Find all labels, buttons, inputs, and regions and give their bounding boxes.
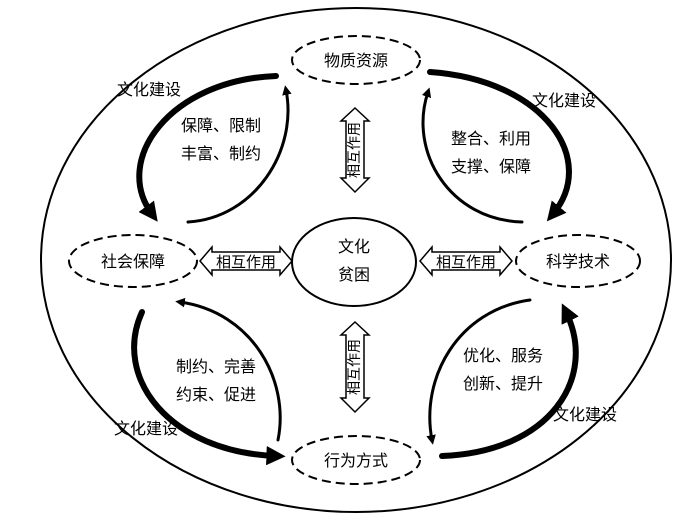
culture-label-bottom-right: 文化建设 [553,405,617,424]
culture-label-top-left: 文化建设 [117,80,181,99]
interaction-arrow-top: 相互作用 [339,106,371,194]
cycle-arrows [131,69,579,466]
center-node: 文化 贫困 [291,217,417,307]
interaction-label-bottom: 相互作用 [347,339,363,395]
culture-label-top-right: 文化建设 [532,91,596,110]
node-right-label: 科学技术 [546,252,610,271]
interaction-label-right: 相互作用 [436,253,496,271]
arc-label-bottom-right-line1: 优化、服务 [463,346,543,365]
node-left-label: 社会保障 [101,252,165,271]
interaction-arrow-right-shape [419,244,513,278]
arc-label-top-left: 保障、限制 丰富、制约 [181,116,261,163]
interaction-label-left: 相互作用 [216,253,276,271]
node-left-shape [68,234,198,288]
arc-label-top-right-line1: 整合、利用 [451,129,531,148]
arc-label-top-left-line2: 丰富、制约 [181,144,261,163]
arc-label-top-right: 整合、利用 支撑、保障 [451,129,531,176]
interaction-arrow-right: 相互作用 [419,244,513,278]
center-label-line2: 贫困 [338,265,370,284]
interaction-arrow-left: 相互作用 [199,244,293,278]
node-left: 社会保障 [68,234,198,288]
arc-top-left-outer [136,73,279,222]
arc-label-bottom-left-line1: 制约、完善 [176,357,256,376]
center-node-shape [291,217,417,307]
culture-label-bottom-left: 文化建设 [114,419,178,438]
arc-top-right-outer [427,69,572,222]
arc-bottom-left-inner [175,297,282,442]
arc-label-bottom-left-line2: 约束、促进 [176,385,256,404]
node-right: 科学技术 [515,234,641,288]
outer-boundary [40,7,672,513]
arc-label-bottom-right-line2: 创新、提升 [463,374,543,393]
arc-bottom-left-outer [131,309,286,466]
arc-label-top-right-line2: 支撑、保障 [451,157,531,176]
arc-label-bottom-left: 制约、完善 约束、促进 [176,357,256,404]
arc-label-top-left-line1: 保障、限制 [181,116,261,135]
arc-label-bottom-right: 优化、服务 创新、提升 [463,346,543,393]
node-bottom: 行为方式 [291,435,421,485]
node-bottom-label: 行为方式 [324,451,388,470]
arc-bottom-right-outer [439,303,579,459]
center-label-line1: 文化 [338,237,370,256]
interaction-arrow-bottom-shape [339,320,371,414]
node-top-label: 物质资源 [324,51,388,70]
interaction-arrow-top-shape [339,106,371,194]
node-top-shape [291,35,421,85]
node-bottom-shape [291,435,421,485]
arc-bottom-right-inner [426,298,532,445]
arc-top-right-inner [421,87,524,224]
interaction-label-top: 相互作用 [347,122,363,178]
node-top: 物质资源 [291,35,421,85]
arc-top-left-inner [186,85,292,224]
node-right-shape [515,234,641,288]
interaction-arrow-bottom: 相互作用 [339,320,371,414]
interaction-arrow-left-shape [199,244,293,278]
